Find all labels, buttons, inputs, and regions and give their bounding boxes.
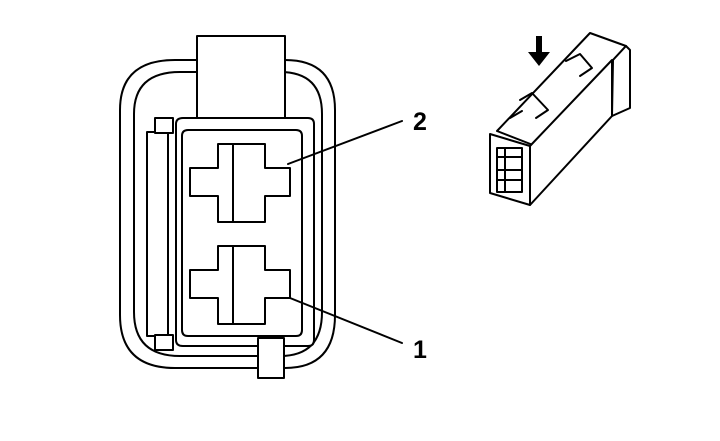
- callout-2-label: 2: [413, 108, 427, 136]
- left-key-notch-top: [154, 117, 174, 134]
- terminal-1-cross: [189, 245, 291, 325]
- terminal-2-cross: [189, 143, 291, 223]
- iso-end-cap: [611, 45, 631, 117]
- terminal-cavity-inner: [181, 129, 303, 337]
- connector-housing-inner: [133, 71, 323, 357]
- left-key-rail: [146, 131, 169, 337]
- iso-top-ridge-1: [519, 92, 549, 119]
- iso-top-ridge-2: [565, 53, 593, 77]
- down-arrow-icon: [528, 36, 550, 66]
- bottom-latch-tab: [257, 337, 285, 379]
- callout-1-label: 1: [413, 336, 427, 364]
- callout-2-leader: [287, 120, 403, 165]
- connector-front-view: [119, 35, 336, 379]
- iso-top-ridge-3: [509, 110, 523, 119]
- iso-terminal-upper-cross: [496, 147, 523, 171]
- connector-isometric-view: [489, 32, 631, 206]
- callout-1-leader: [289, 297, 403, 344]
- top-latch-tab: [196, 35, 286, 125]
- iso-terminal-lower-cross: [496, 169, 523, 193]
- left-key-notch-bottom: [154, 334, 174, 351]
